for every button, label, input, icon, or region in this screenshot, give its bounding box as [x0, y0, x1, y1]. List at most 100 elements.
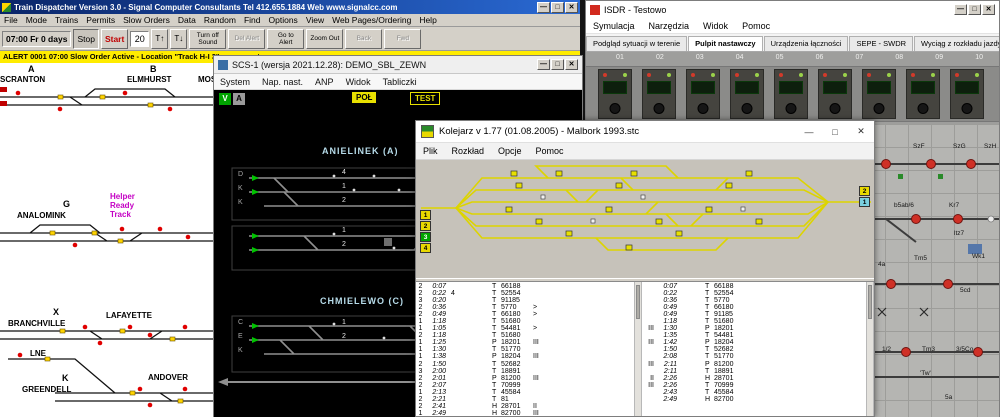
module-knob[interactable] — [961, 103, 973, 114]
module-knob[interactable] — [697, 103, 709, 114]
timetable-row[interactable]: 2:43 T 45584 — [642, 389, 866, 396]
maximize-button[interactable]: □ — [968, 4, 981, 15]
maximize-button[interactable]: □ — [551, 59, 564, 70]
menu-item[interactable]: Symulacja — [593, 20, 635, 31]
fwd-button[interactable]: Fwd — [384, 28, 422, 49]
menu-item[interactable]: Narzędzia — [648, 20, 690, 31]
menu-item[interactable]: System — [220, 76, 251, 87]
timetable-row[interactable]: 0:07 T 66188 — [642, 283, 866, 290]
splitter[interactable] — [416, 278, 874, 282]
control-module[interactable] — [950, 69, 984, 119]
sound-button[interactable]: Turn off Sound — [189, 28, 227, 49]
timetable-row[interactable]: 1 1:38 P 18204 III — [416, 353, 634, 360]
menu-item[interactable]: File — [4, 15, 18, 25]
menu-item[interactable]: Nap. nast. — [262, 76, 304, 87]
title-bar[interactable]: SCS-1 (wersja 2021.12.28): DEMO_SBL_ZEWN… — [214, 56, 582, 74]
start-button[interactable]: Start — [100, 28, 129, 49]
control-module[interactable] — [818, 69, 852, 119]
signal-indicator[interactable]: 2 — [420, 221, 431, 231]
menu-item[interactable]: Find — [243, 15, 261, 25]
train-up-button[interactable]: T↑ — [151, 28, 169, 49]
signal-indicator[interactable]: 1 — [859, 197, 870, 207]
control-module[interactable] — [598, 69, 632, 119]
timetable-row[interactable]: 2:49 H 82700 — [642, 396, 866, 403]
switch-indicators[interactable] — [44, 94, 184, 404]
timetable-row[interactable]: 0:22 T 52554 — [642, 290, 866, 297]
signal-boxes[interactable] — [505, 170, 763, 251]
signal-indicator[interactable]: 4 — [420, 243, 431, 253]
scrollbar-left-panel[interactable] — [634, 282, 642, 416]
module-knob[interactable] — [829, 103, 841, 114]
timetable-row[interactable]: 2 1:50 T 52682 — [416, 361, 634, 368]
back-button[interactable]: Back — [345, 28, 383, 49]
timetable-row[interactable]: 2:11 T 18891 — [642, 368, 866, 375]
signal-indicator[interactable]: 3 — [420, 232, 431, 242]
module-knob[interactable] — [741, 103, 753, 114]
zoom-out-button[interactable]: Zoom Out — [306, 28, 344, 49]
timetable-row[interactable]: 2 2:21 T 81 — [416, 396, 634, 403]
tab-pulpit[interactable]: Pulpit nastawczy — [688, 36, 763, 51]
title-bar[interactable]: Train Dispatcher Version 3.0 - Signal Co… — [0, 0, 580, 14]
menu-item[interactable]: Widok — [345, 76, 371, 87]
timetable-row[interactable]: 1 1:18 T 51680 — [416, 318, 634, 325]
timetable-row[interactable]: 1:50 T 52682 — [642, 346, 866, 353]
timetable-row[interactable]: III 1:42 P 18204 — [642, 339, 866, 346]
module-knob[interactable] — [873, 103, 885, 114]
scroll-left-arrow[interactable] — [218, 378, 228, 386]
del-alert-button[interactable]: Del Alert — [228, 28, 266, 49]
timetable-row[interactable]: 2 0:49 T 66180 > — [416, 311, 634, 318]
timetable-row[interactable]: 1 2:49 H 82700 III — [416, 410, 634, 416]
title-bar[interactable]: ISDR - Testowo — □ ✕ — [586, 1, 999, 18]
timetable-row[interactable]: 2 2:07 T 70999 — [416, 382, 634, 389]
timetable-row[interactable]: 2 0:22 4 T 52554 — [416, 290, 634, 297]
menu-item[interactable]: View — [305, 15, 325, 25]
signal-points[interactable] — [332, 174, 401, 340]
control-module[interactable] — [686, 69, 720, 119]
maximize-button[interactable]: □ — [551, 1, 564, 13]
control-module[interactable] — [906, 69, 940, 119]
goto-alert-button[interactable]: Go to Alert — [267, 28, 305, 49]
timetable-row[interactable]: III 2:26 T 70999 — [642, 382, 866, 389]
timetable-row[interactable]: III 1:30 P 18201 — [642, 325, 866, 332]
timetable-row[interactable]: 3 0:20 T 91185 — [416, 297, 634, 304]
timetable-row[interactable]: 2 2:01 P 81200 III — [416, 375, 634, 382]
timetable-row[interactable]: 2 0:36 T 5770 > — [416, 304, 634, 311]
timetable-row[interactable]: III 2:11 P 81200 — [642, 361, 866, 368]
maximize-button[interactable]: □ — [832, 126, 838, 137]
timetable-row[interactable]: 3 2:00 T 18891 — [416, 368, 634, 375]
menu-item[interactable]: Rozkład — [451, 146, 485, 156]
minimize-button[interactable]: — — [537, 1, 550, 13]
control-module[interactable] — [730, 69, 764, 119]
signal-lamps[interactable] — [15, 90, 191, 408]
timetable-row[interactable]: 2:08 T 51770 — [642, 353, 866, 360]
close-button[interactable]: ✕ — [565, 1, 578, 13]
menu-item[interactable]: Web Pages/Ordering — [332, 15, 412, 25]
menu-item[interactable]: Pomoc — [535, 146, 564, 156]
timetable-row[interactable]: 0:49 T 91185 — [642, 311, 866, 318]
menu-item[interactable]: Help — [419, 15, 437, 25]
menu-item[interactable]: Tabliczki — [382, 76, 417, 87]
tab-sepe[interactable]: SEPE - SWDR — [849, 36, 914, 51]
menu-item[interactable]: Options — [268, 15, 298, 25]
menu-item[interactable]: Mode — [25, 15, 47, 25]
menu-item[interactable]: ANP — [315, 76, 334, 87]
control-module[interactable] — [642, 69, 676, 119]
timetable-row[interactable]: 1 1:30 T 51770 — [416, 346, 634, 353]
menu-item[interactable]: Widok — [703, 20, 729, 31]
timetable-row[interactable]: 2 1:18 T 51680 — [416, 332, 634, 339]
title-bar[interactable]: Kolejarz v 1.77 (01.08.2005) - Malbork 1… — [416, 121, 874, 143]
close-button[interactable]: ✕ — [982, 4, 995, 15]
menu-item[interactable]: Random — [203, 15, 236, 25]
scrollbar-thumb[interactable] — [636, 285, 640, 319]
timetable-row[interactable]: 1 1:05 T 54481 > — [416, 325, 634, 332]
scrollbar-right-panel[interactable] — [866, 282, 874, 416]
timetable-row[interactable]: 1 1:25 P 18201 III — [416, 339, 634, 346]
menu-item[interactable]: Pomoc — [742, 20, 771, 31]
tab-podglad[interactable]: Podgląd sytuacji w terenie — [586, 36, 688, 51]
close-button[interactable]: ✕ — [857, 126, 865, 136]
minimize-button[interactable]: — — [537, 59, 550, 70]
menu-item[interactable]: Permits — [86, 15, 116, 25]
speed-field[interactable]: 20 — [130, 30, 150, 47]
